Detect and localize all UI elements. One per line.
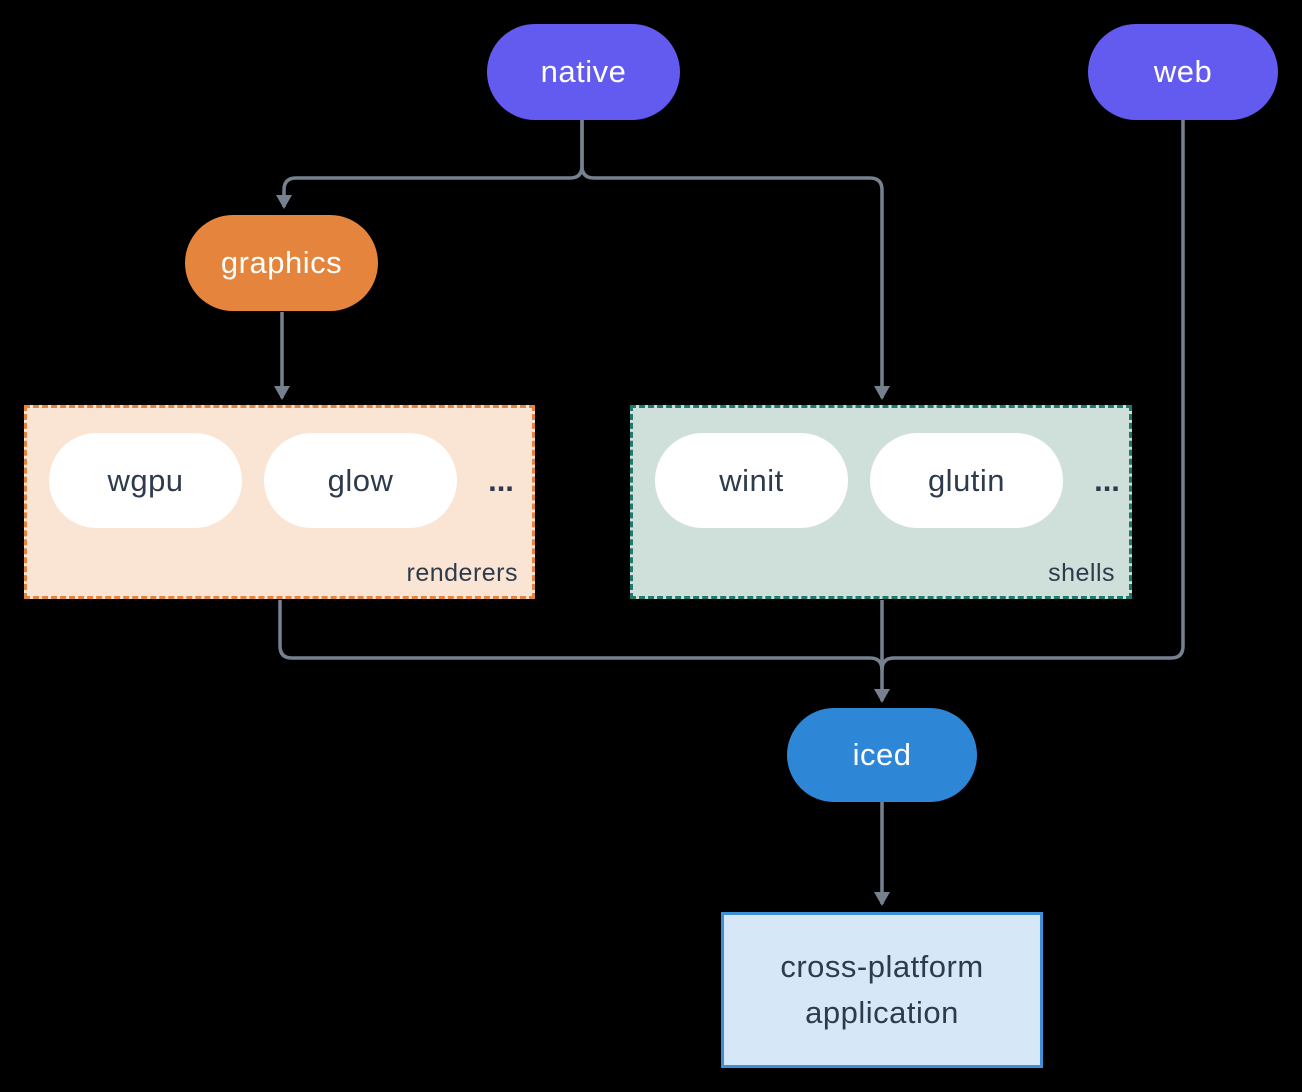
edge-renderers-to-merge (278, 600, 884, 671)
node-cross-platform-application: cross-platform application (721, 912, 1043, 1068)
node-iced-label: iced (852, 737, 912, 772)
group-shells: winit glutin ... shells (630, 405, 1132, 599)
renderers-ellipsis: ... (488, 462, 514, 498)
group-renderers: wgpu glow ... renderers (24, 405, 535, 599)
node-graphics-label: graphics (220, 245, 343, 280)
node-glow-label: glow (327, 462, 394, 498)
node-wgpu: wgpu (49, 433, 242, 528)
node-glow: glow (264, 433, 457, 528)
shells-group-label: shells (1048, 559, 1115, 587)
renderers-group-label: renderers (406, 559, 518, 587)
node-iced: iced (787, 708, 977, 802)
node-native-label: native (540, 54, 627, 89)
node-web-label: web (1153, 54, 1213, 89)
node-glutin: glutin (870, 433, 1063, 528)
node-web: web (1088, 24, 1278, 120)
node-winit: winit (655, 433, 848, 528)
shells-ellipsis: ... (1094, 462, 1120, 498)
edge-native-to-shells (580, 120, 890, 400)
edge-native-to-graphics (276, 120, 584, 209)
application-label-line1: cross-platform (780, 949, 984, 984)
node-native: native (487, 24, 680, 120)
application-label-line2: application (805, 995, 959, 1030)
node-graphics: graphics (185, 215, 378, 311)
node-wgpu-label: wgpu (107, 462, 184, 498)
node-glutin-label: glutin (927, 462, 1006, 498)
node-winit-label: winit (719, 462, 784, 498)
